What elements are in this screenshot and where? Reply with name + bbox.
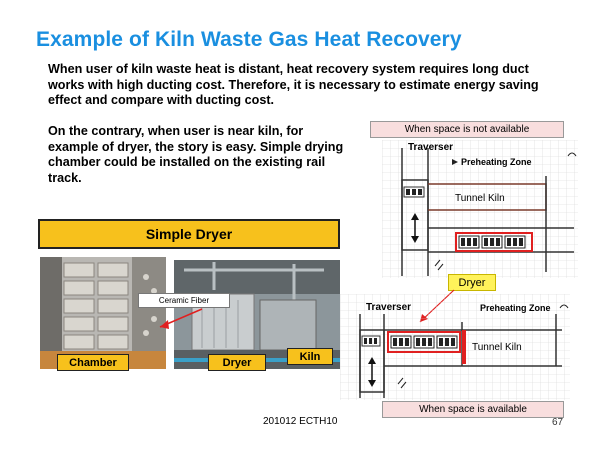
simple-dryer-banner: Simple Dryer [38, 219, 340, 249]
bottom-diagram-caption: When space is available [382, 401, 564, 418]
chamber-photo-art [40, 257, 166, 369]
dryer-paragraph: On the contrary, when user is near kiln,… [48, 124, 344, 185]
bottom-preheating-label: Preheating Zone [480, 303, 551, 313]
ceramic-fiber-callout: Ceramic Fiber [138, 293, 230, 308]
top-diagram-caption: When space is not available [370, 121, 564, 138]
bottom-layout-diagram [340, 294, 570, 400]
intro-paragraph: When user of kiln waste heat is distant,… [48, 62, 539, 108]
top-layout-diagram [382, 140, 578, 278]
top-tunnel-kiln-label: Tunnel Kiln [455, 193, 505, 204]
dryer-diagram-label: Dryer [448, 274, 496, 291]
page-number: 67 [552, 417, 564, 428]
footer-code: 201012 ECTH10 [263, 416, 338, 427]
slide-title: Example of Kiln Waste Gas Heat Recovery [36, 28, 462, 51]
top-preheating-label: Preheating Zone [461, 157, 532, 167]
bottom-traverser-label: Traverser [366, 302, 412, 313]
chamber-photo [40, 257, 166, 369]
kiln-photo-label: Kiln [287, 348, 333, 365]
bottom-tunnel-kiln-label: Tunnel Kiln [472, 342, 522, 353]
callout-arrow [159, 308, 203, 329]
chamber-label: Chamber [57, 354, 129, 371]
top-traverser-label: Traverser [408, 142, 454, 153]
dryer-photo-label: Dryer [208, 354, 266, 371]
